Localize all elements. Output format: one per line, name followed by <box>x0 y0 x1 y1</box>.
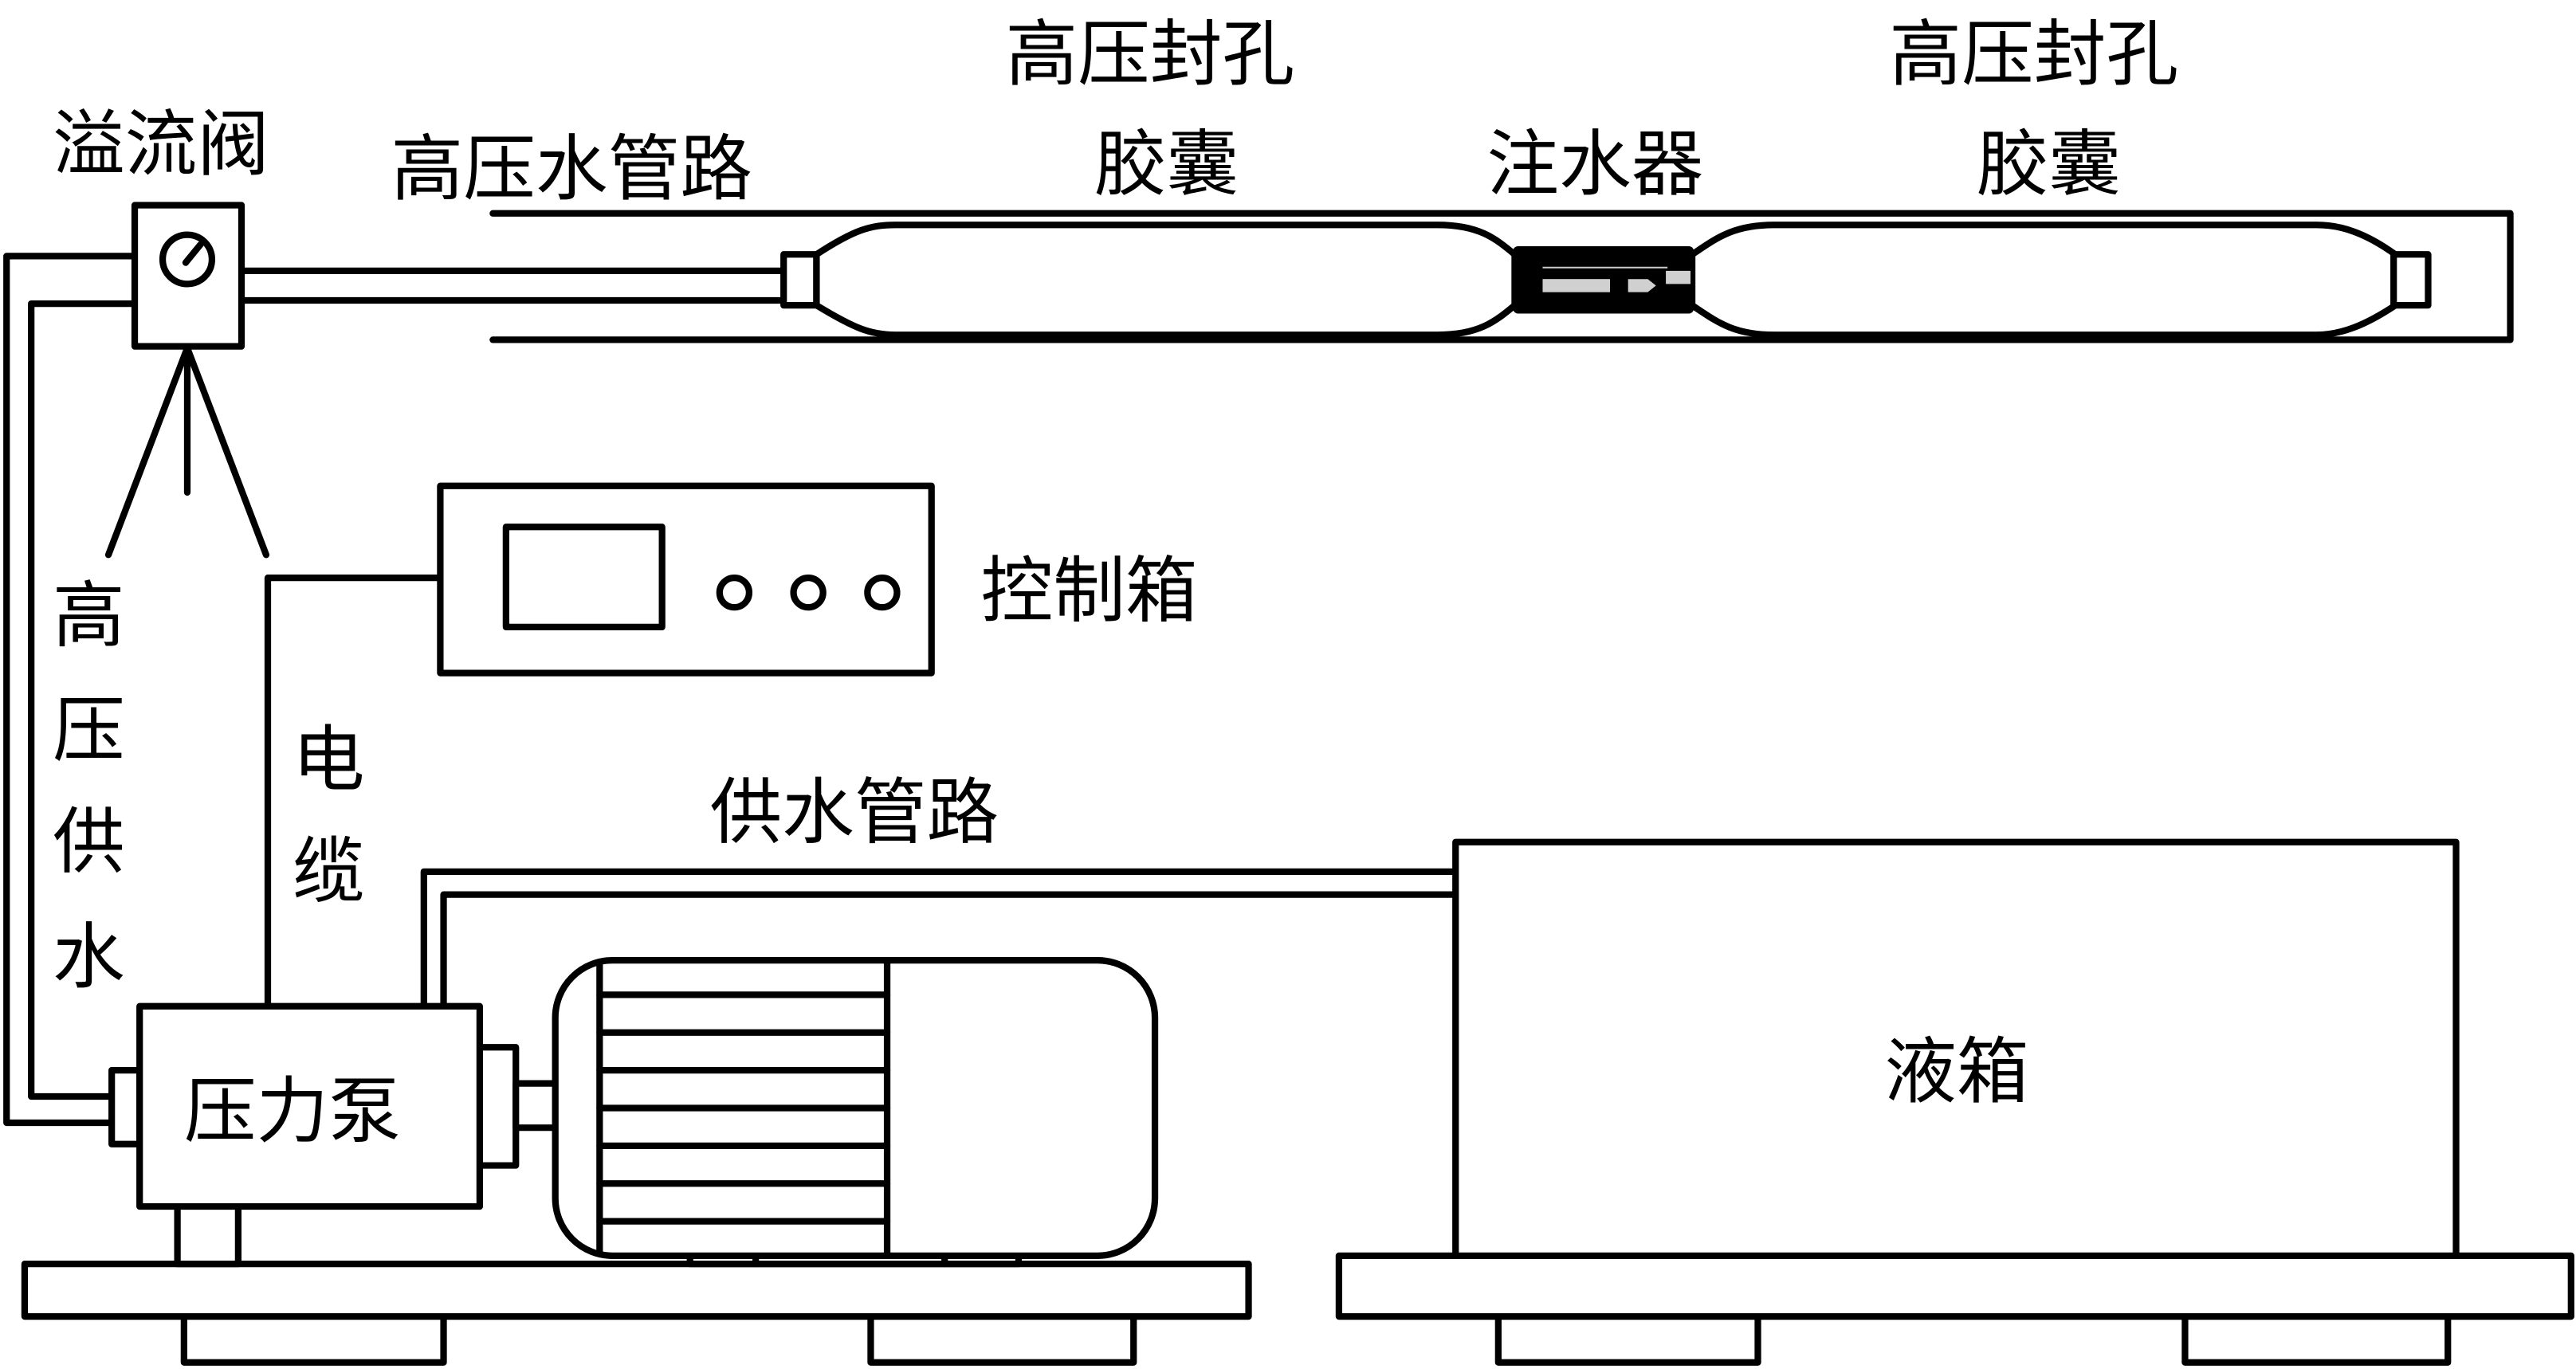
right-packer <box>1688 222 2432 339</box>
label-right-packer-2: 胶囊 <box>1977 123 2121 206</box>
electric-motor <box>552 956 1159 1268</box>
label-high-pressure-supply-1: 高 <box>53 574 125 657</box>
left-packer <box>780 222 1518 339</box>
label-left-packer-1: 高压封孔 <box>1005 13 1294 96</box>
label-overflow-valve: 溢流阀 <box>53 103 269 186</box>
right-base <box>1335 1252 2574 1366</box>
label-high-pressure-pipe: 高压水管路 <box>391 127 752 211</box>
borehole <box>489 210 2514 343</box>
cable <box>264 574 444 1008</box>
label-left-packer-2: 胶囊 <box>1094 123 1239 206</box>
label-supply-pipe: 供水管路 <box>709 771 999 855</box>
pressure-pump <box>108 1002 562 1268</box>
high-pressure-supply-pipe <box>3 253 139 1127</box>
label-cable-1: 电 <box>293 719 365 802</box>
label-high-pressure-supply-4: 水 <box>53 916 125 999</box>
left-base <box>21 1261 1252 1366</box>
control-box <box>437 482 935 677</box>
label-water-injector: 注水器 <box>1486 123 1703 206</box>
high-pressure-water-pipe <box>238 267 789 304</box>
label-right-packer-1: 高压封孔 <box>1889 13 2178 96</box>
label-control-box: 控制箱 <box>981 550 1198 634</box>
water-supply-pipe <box>420 868 1459 1010</box>
label-liquid-tank: 液箱 <box>1884 1030 2028 1114</box>
label-high-pressure-supply-3: 供 <box>53 801 125 885</box>
overflow-valve <box>104 202 270 559</box>
liquid-tank <box>1452 838 2460 1259</box>
water-injector <box>1513 245 1694 314</box>
label-high-pressure-supply-2: 压 <box>53 689 125 773</box>
label-pressure-pump: 压力泵 <box>184 1070 401 1154</box>
label-cable-2: 缆 <box>293 830 365 914</box>
